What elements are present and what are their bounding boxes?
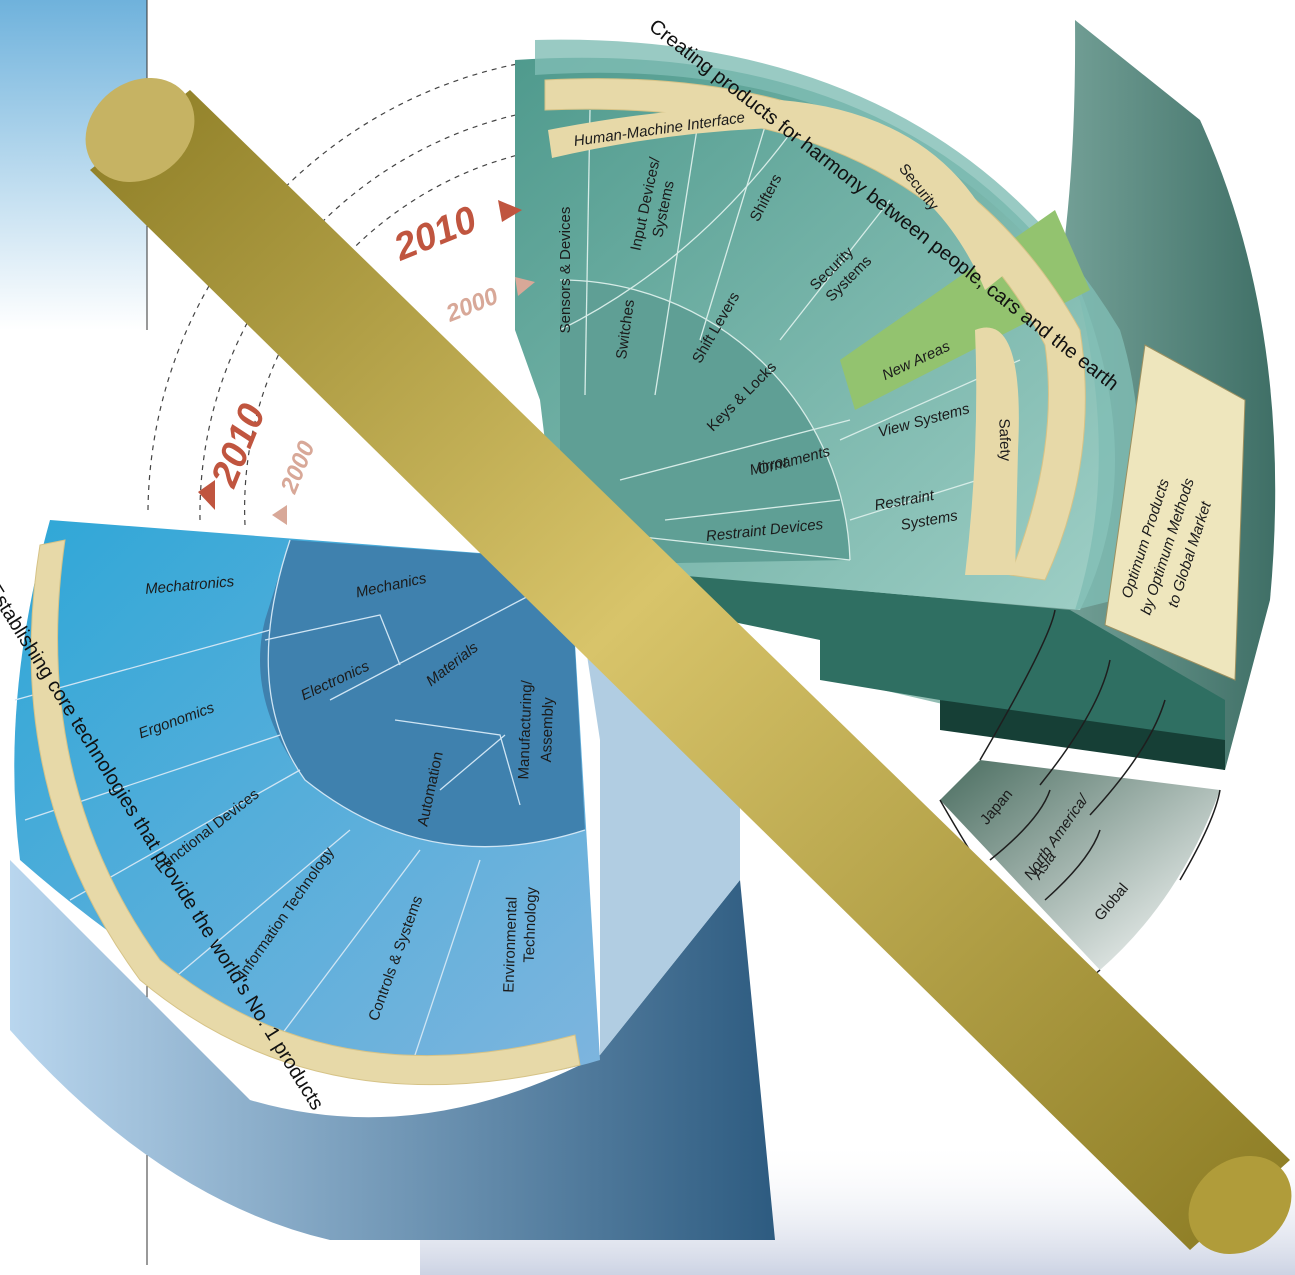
- technology-label: Technology: [521, 886, 541, 963]
- year-2010-left-arrow: [198, 480, 215, 510]
- year-2000-right-arrow: [515, 277, 535, 296]
- products-dividers: [559, 109, 1021, 561]
- technologies-block: [10, 520, 775, 1240]
- products-block: [515, 20, 1276, 770]
- environmental-label: Environmental: [500, 897, 520, 993]
- year-2010-left: 2010: [203, 398, 274, 493]
- safety-banner-shape: [965, 327, 1019, 575]
- assembly-label: Assembly: [538, 697, 557, 763]
- year-2000-left: 2000: [275, 437, 321, 498]
- products-base-dark: [940, 700, 1225, 770]
- year-2000-right: 2000: [441, 282, 502, 328]
- optimum-panel: [1104, 344, 1246, 681]
- year-2010-right-arrow: [498, 200, 522, 222]
- technologies-banner-shape: [30, 539, 581, 1086]
- markets-group: [939, 344, 1246, 978]
- rod-end-cap: [85, 77, 195, 183]
- manufacturing-label: Manufacturing/: [515, 679, 535, 780]
- year-2010-right: 2010: [388, 199, 483, 270]
- rod-far-end: [1188, 1155, 1292, 1255]
- technologies-inner-core: [260, 540, 585, 847]
- year-2000-left-arrow: [272, 505, 287, 525]
- hmi-banner-shape: [548, 105, 775, 158]
- technologies-extrusion: [10, 860, 775, 1240]
- rod-body: [90, 90, 1290, 1250]
- security-banner-shape: [780, 100, 1010, 290]
- products-inner-core: [560, 279, 850, 565]
- sensors-devices-label: Sensors & Devices: [557, 207, 574, 334]
- golden-rod: [85, 77, 1292, 1255]
- products-outer-ring: [535, 39, 1139, 610]
- safety-label: Safety: [995, 418, 1013, 462]
